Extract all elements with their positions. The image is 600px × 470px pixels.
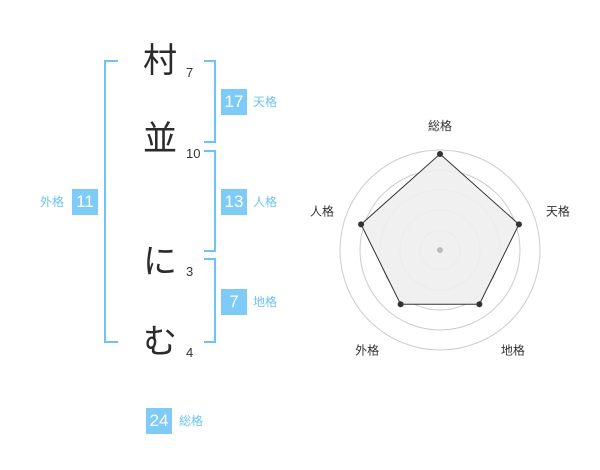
soukaku-label: 総格 — [179, 414, 204, 428]
stroke-count-4: 4 — [186, 345, 194, 360]
chikaku-bracket — [204, 258, 216, 343]
chikaku-label: 地格 — [253, 295, 278, 309]
radar-point-3 — [397, 301, 404, 308]
radar-center-dot — [437, 247, 443, 253]
stroke-count-2: 10 — [186, 146, 201, 161]
name-char-1: 村 — [143, 41, 177, 81]
radar-axis-label-tenkaku: 天格 — [546, 204, 570, 219]
gaikaku-bracket — [104, 60, 118, 343]
tenkaku-label: 天格 — [253, 95, 278, 109]
radar-axis-label-chikaku: 地格 — [501, 342, 525, 357]
tenkaku-bracket — [204, 60, 216, 143]
radar-polygon — [360, 153, 520, 305]
gaikaku-value: 11 — [72, 189, 98, 215]
name-char-3: に — [143, 242, 177, 282]
radar-point-2 — [476, 301, 483, 308]
soukaku-value: 24 — [146, 408, 172, 434]
stroke-count-3: 3 — [186, 264, 194, 279]
radar-point-4 — [358, 221, 365, 228]
radar-point-1 — [515, 221, 522, 228]
radar-axis-label-jinkaku: 人格 — [310, 204, 334, 219]
tenkaku-value: 17 — [221, 89, 247, 115]
gaikaku-label: 外格 — [40, 195, 65, 209]
name-char-4: む — [143, 322, 177, 362]
chikaku-value: 7 — [221, 289, 247, 315]
stroke-count-1: 7 — [186, 65, 194, 80]
radar-ring — [339, 149, 541, 351]
radar-axis-label-gaikaku: 外格 — [355, 342, 379, 357]
jinkaku-label: 人格 — [253, 195, 278, 209]
jinkaku-value: 13 — [221, 189, 247, 215]
radar-points — [358, 151, 522, 308]
radar-point-0 — [437, 151, 443, 157]
jinkaku-bracket — [204, 150, 216, 252]
name-char-2: 並 — [143, 119, 177, 159]
radar-axis-label-soukaku: 総格 — [428, 118, 452, 133]
